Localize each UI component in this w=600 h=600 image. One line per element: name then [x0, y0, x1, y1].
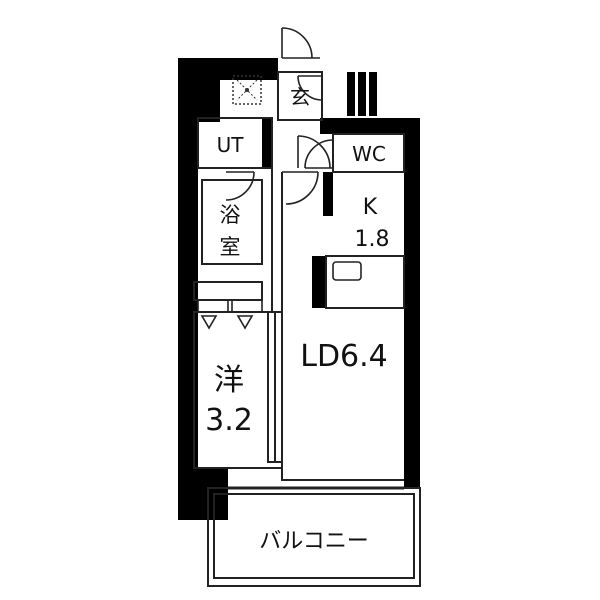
- western-room-size-label: 3.2: [205, 403, 253, 438]
- bath-door-swing-icon: [225, 171, 255, 201]
- laundry-pan-icon: [232, 75, 262, 105]
- ld-door-swing-icon: [282, 171, 319, 205]
- closet-doors: [197, 299, 263, 330]
- bath-label-line1: 浴: [220, 203, 241, 227]
- wc-door-swing-icon: [304, 139, 334, 169]
- door-swings: [225, 27, 334, 205]
- western-room-name-label: 洋: [214, 363, 244, 398]
- entrance-door-swing-icon: [297, 75, 323, 101]
- interior-lines: [193, 71, 421, 587]
- entrance-label: 玄: [290, 85, 310, 109]
- kitchen-size-label: 1.8: [355, 227, 390, 252]
- toilet-label: WC: [352, 142, 386, 166]
- front-door-swing-icon: [281, 27, 320, 59]
- room-labels: 玄 UT WC K 1.8 浴 室 洋 3.2 LD6.4 バルコニー: [205, 85, 389, 554]
- ut-door-swing-icon: [297, 135, 331, 169]
- utility-label: UT: [217, 133, 245, 157]
- balcony-label: バルコニー: [259, 529, 369, 554]
- bath-label-line2: 室: [220, 235, 241, 259]
- stove-icon: [332, 261, 362, 281]
- walls: [178, 58, 420, 520]
- living-room-label: LD6.4: [300, 339, 388, 374]
- kitchen-name-label: K: [363, 195, 378, 220]
